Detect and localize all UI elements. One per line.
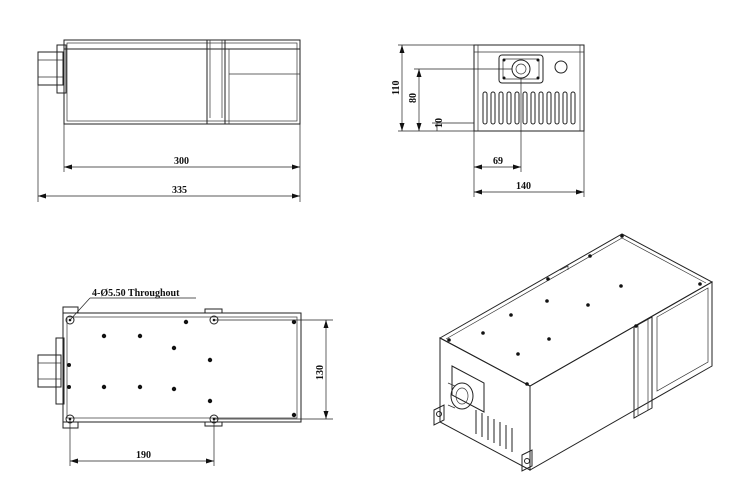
- dim-130: 130: [315, 365, 326, 380]
- dim-110: 110: [391, 81, 402, 95]
- bottom-view: 4-Ø5.50 Throughout 130 190: [37, 288, 333, 466]
- end-view: 110 80 10 69 140: [391, 44, 585, 197]
- heatsink-fins: [482, 91, 576, 125]
- isometric-view: [433, 233, 714, 472]
- dim-69: 69: [493, 156, 503, 167]
- dim-140: 140: [516, 181, 531, 192]
- side-view: 300 335: [37, 39, 301, 202]
- iso-fins: [475, 410, 513, 452]
- mounting-holes-note: 4-Ø5.50 Throughout: [92, 288, 180, 299]
- dim-300: 300: [174, 156, 189, 167]
- dim-335: 335: [172, 185, 187, 196]
- dim-80: 80: [408, 93, 419, 103]
- dim-10: 10: [434, 118, 445, 128]
- dim-190: 190: [136, 450, 151, 461]
